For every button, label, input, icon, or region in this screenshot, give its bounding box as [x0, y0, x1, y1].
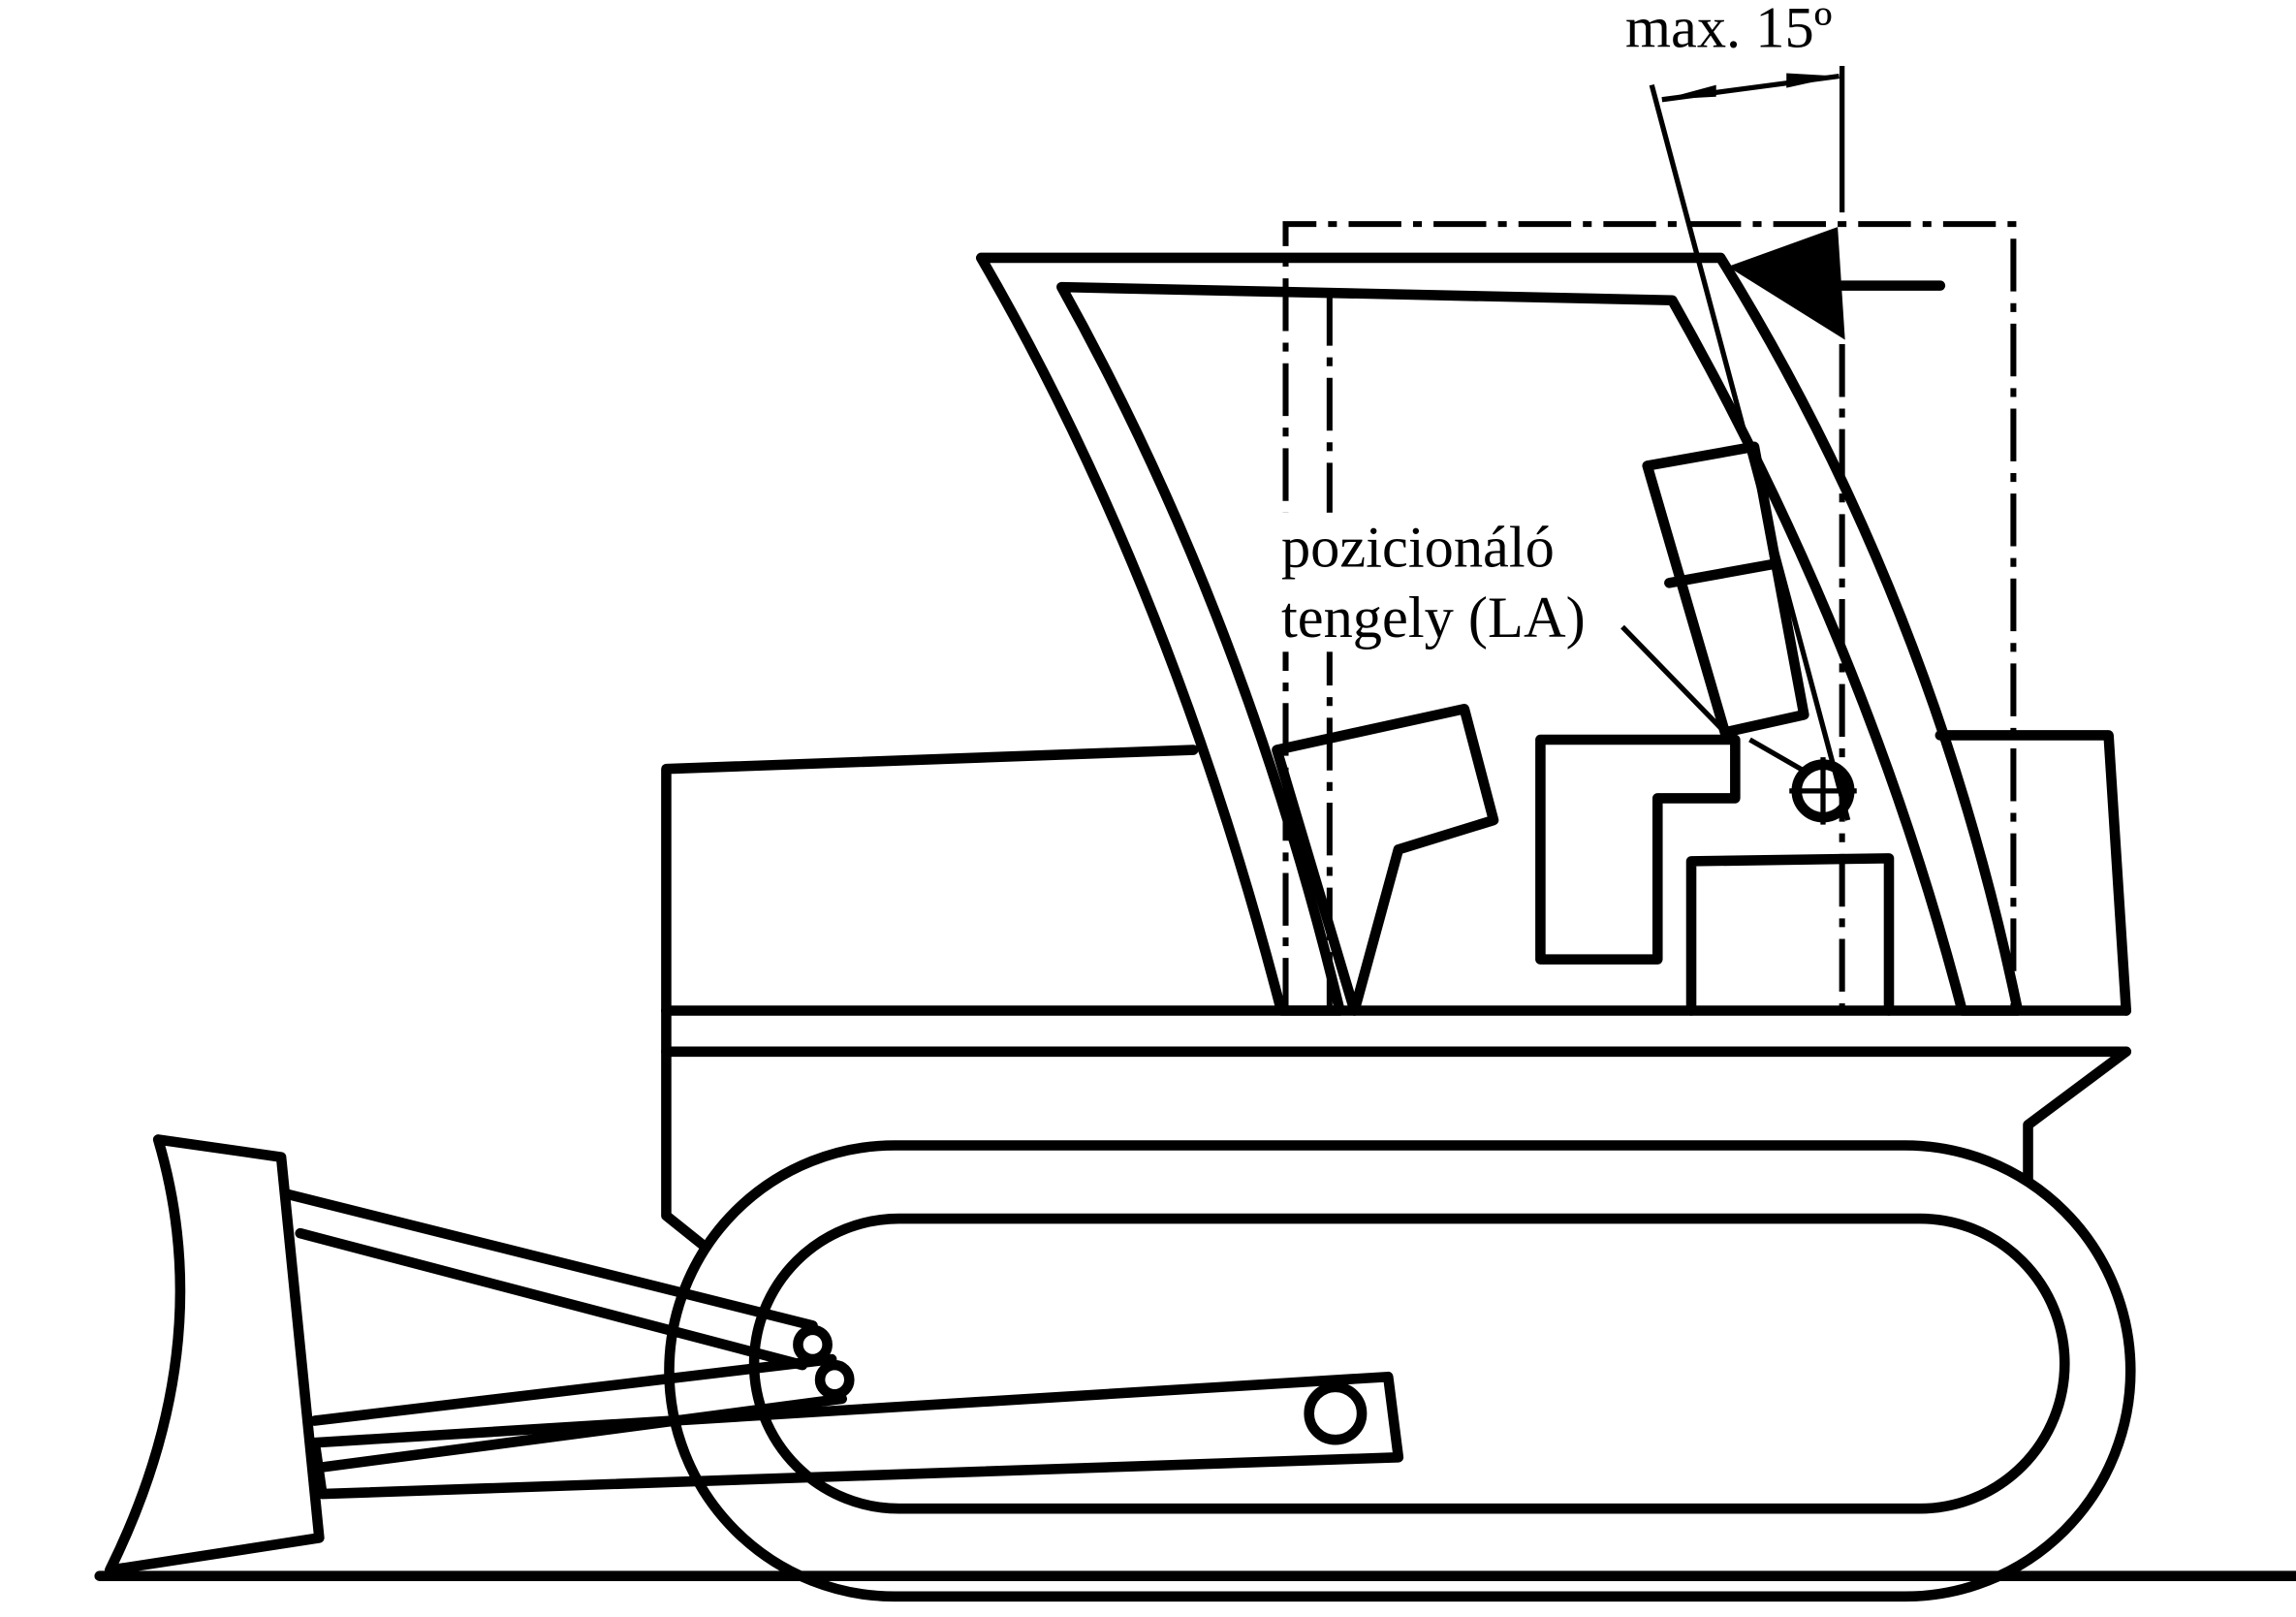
operator-seat — [1535, 441, 1895, 1016]
axis-label-line2: tengely (LA) — [1281, 586, 1586, 650]
seat-index-point-flag — [1727, 227, 1845, 340]
angle-label: max. 15º — [1625, 0, 1832, 60]
leader-line — [1620, 624, 1730, 738]
angle-indicator — [1649, 73, 1946, 821]
control-lever-console — [1272, 703, 1499, 1016]
track — [664, 1140, 2136, 1602]
axis-label-line1: pozicionáló — [1281, 516, 1555, 581]
push-arms — [280, 1189, 1404, 1500]
body-rail — [661, 1005, 2132, 1251]
engine-hood — [661, 730, 2132, 1016]
la-axis-marker — [1620, 624, 1857, 825]
dozer-blade — [105, 1134, 325, 1575]
rops-frame — [975, 252, 2024, 1016]
